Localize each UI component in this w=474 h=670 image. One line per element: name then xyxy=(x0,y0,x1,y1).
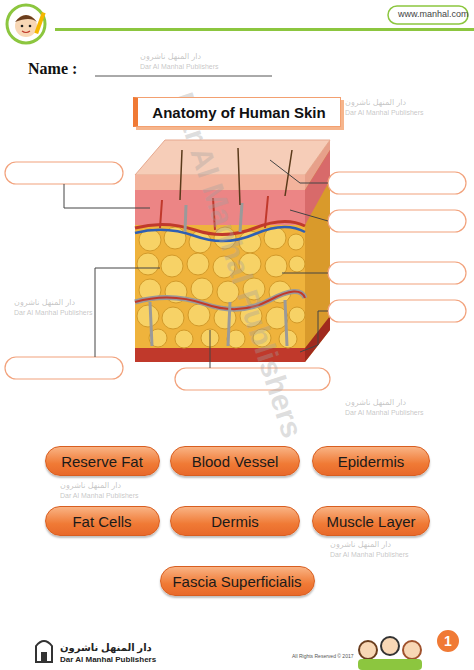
watermark: Dar Al Manhal Publishers xyxy=(330,551,409,559)
word-bank-pill: Epidermis xyxy=(312,446,430,476)
watermark: دار المنهل ناشرون xyxy=(345,98,406,107)
word-bank-pill: Muscle Layer xyxy=(312,506,430,536)
title-box: Anatomy of Human Skin xyxy=(133,97,340,127)
word-bank-pill: Fascia Superficialis xyxy=(160,566,315,596)
watermark: Dar Al Manhal Publishers xyxy=(60,492,139,500)
name-field: Name : xyxy=(28,60,77,78)
word-bank-pill: Dermis xyxy=(170,506,300,536)
word-bank-text: Blood Vessel xyxy=(192,453,279,470)
word-bank-text: Dermis xyxy=(211,513,259,530)
page-number: 1 xyxy=(444,633,452,649)
copyright-note: All Rights Reserved © 2017 xyxy=(292,654,354,660)
website-url: www.manhal.com xyxy=(398,9,469,19)
header-bar xyxy=(55,28,474,31)
kids-illustration xyxy=(358,629,460,670)
publisher-name: Dar Al Manhal Publishers xyxy=(60,655,156,664)
watermark: دار المنهل ناشرون xyxy=(14,298,75,307)
word-bank-pill: Reserve Fat xyxy=(45,446,160,476)
publisher-name-arabic: دار المنهل ناشرون xyxy=(60,642,152,654)
watermark: دار المنهل ناشرون xyxy=(345,398,406,407)
mascot-icon xyxy=(7,5,46,43)
word-bank-text: Epidermis xyxy=(338,453,405,470)
watermark: Dar Al Manhal Publishers xyxy=(14,309,93,317)
url-tab xyxy=(388,6,468,24)
watermark: دار المنهل ناشرون xyxy=(140,52,201,61)
publisher-logo xyxy=(36,641,52,662)
word-bank-text: Fascia Superficialis xyxy=(172,573,301,590)
word-bank-text: Muscle Layer xyxy=(326,513,415,530)
word-bank-pill: Fat Cells xyxy=(45,506,160,536)
name-line xyxy=(95,76,272,77)
watermark: دار المنهل ناشرون xyxy=(330,540,391,549)
watermark: Dar Al Manhal Publishers xyxy=(345,409,424,417)
word-bank-pill: Blood Vessel xyxy=(170,446,300,476)
title-text: Anatomy of Human Skin xyxy=(152,104,325,121)
watermark: Dar Al Manhal Publishers xyxy=(345,109,424,117)
word-bank-text: Fat Cells xyxy=(72,513,131,530)
watermark: دار المنهل ناشرون xyxy=(60,481,121,490)
watermark: Dar Al Manhal Publishers xyxy=(140,63,219,71)
word-bank-text: Reserve Fat xyxy=(61,453,143,470)
